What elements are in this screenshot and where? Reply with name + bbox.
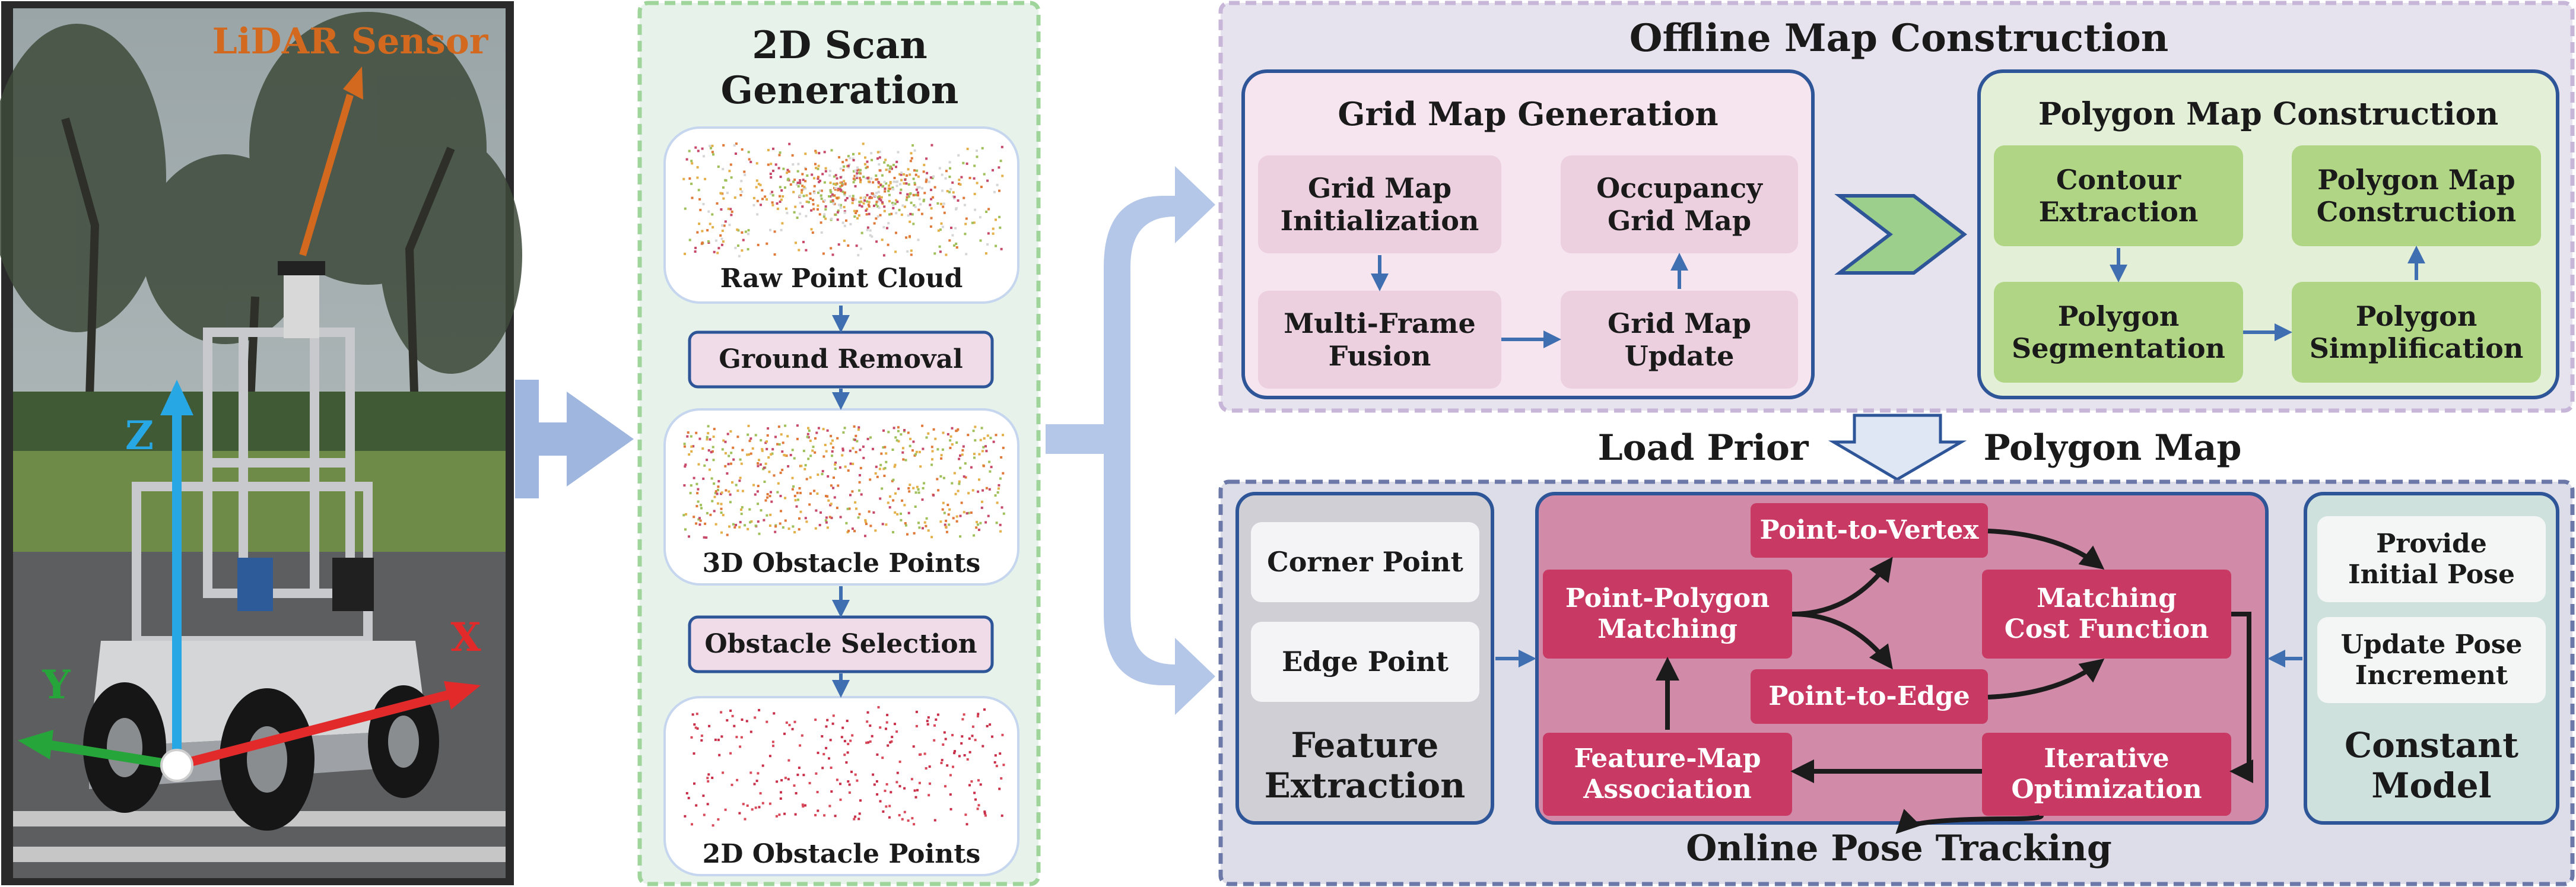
point-polygon-matching-label: Point-Polygon Matching bbox=[1565, 583, 1770, 644]
grid-init-label: Grid Map Initialization bbox=[1280, 172, 1479, 237]
load-prior-arrow bbox=[1828, 414, 1967, 481]
point-to-vertex-box bbox=[1751, 503, 1988, 558]
obstacle-points-2d-label: 2D Obstacle Points bbox=[702, 839, 981, 870]
grid-map-title: Grid Map Generation bbox=[1338, 94, 1719, 133]
branch-arrow bbox=[1046, 166, 1215, 715]
corner-point-box bbox=[1251, 522, 1479, 602]
iterative-optimization-box bbox=[1982, 733, 2231, 816]
point-to-edge-label: Point-to-Edge bbox=[1768, 681, 1970, 712]
feature-map-association-label: Feature-Map Association bbox=[1574, 743, 1761, 805]
coordinate-axes bbox=[18, 380, 481, 782]
obstacle-selection-label: Obstacle Selection bbox=[704, 629, 977, 660]
point-polygon-matching-box bbox=[1543, 570, 1792, 659]
pose-increment-label: Update Pose Increment bbox=[2340, 629, 2523, 691]
point-to-edge-box bbox=[1751, 669, 1988, 724]
scan-title: 2D Scan Generation bbox=[720, 23, 959, 113]
construction-box bbox=[2292, 145, 2541, 246]
polygon-map-title: Polygon Map Construction bbox=[2038, 96, 2499, 132]
iterative-optimization-label: Iterative Optimization bbox=[2011, 743, 2202, 805]
segmentation-box bbox=[1994, 282, 2243, 383]
axis-x-label: X bbox=[450, 614, 481, 661]
chevron-arrow-icon bbox=[1834, 194, 1967, 275]
segmentation-label: Polygon Segmentation bbox=[2012, 300, 2225, 364]
simplification-label: Polygon Simplification bbox=[2309, 300, 2524, 364]
fusion-box bbox=[1258, 291, 1501, 389]
lidar-sensor-label: LiDAR Sensor bbox=[212, 20, 488, 62]
obstacle-points-3d-label: 3D Obstacle Points bbox=[702, 548, 981, 579]
corner-point-label: Corner Point bbox=[1267, 546, 1463, 578]
contour-label: Contour Extraction bbox=[2038, 163, 2199, 228]
raw-point-cloud-label: Raw Point Cloud bbox=[720, 263, 963, 294]
grid-update-box bbox=[1561, 291, 1798, 389]
feature-map-association-box bbox=[1543, 733, 1792, 816]
axis-y-label: Y bbox=[42, 662, 71, 708]
grid-init-box bbox=[1258, 155, 1501, 253]
initial-pose-label: Provide Initial Pose bbox=[2348, 528, 2515, 590]
construction-label: Polygon Map Construction bbox=[2316, 163, 2517, 228]
edge-point-box bbox=[1251, 622, 1479, 702]
ground-removal-label: Ground Removal bbox=[719, 344, 963, 375]
core-arrows bbox=[1656, 529, 2253, 834]
load-prior-label: Load Prior bbox=[1597, 427, 1809, 469]
matching-cost-label: Matching Cost Function bbox=[2004, 583, 2209, 644]
online-title: Online Pose Tracking bbox=[1686, 827, 2112, 869]
axis-z-label: Z bbox=[125, 412, 154, 459]
feature-extraction-title: Feature Extraction bbox=[1264, 724, 1466, 806]
obstacle-points-3d-image bbox=[663, 408, 1019, 586]
fusion-label: Multi-Frame Fusion bbox=[1284, 307, 1476, 372]
pose-increment-box bbox=[2317, 617, 2546, 703]
raw-point-cloud-image bbox=[663, 126, 1019, 304]
arrow-photo-to-scan bbox=[515, 380, 634, 498]
grid-arrows bbox=[1371, 253, 1688, 348]
constant-model-title: Constant Model bbox=[2344, 724, 2518, 806]
edge-point-label: Edge Point bbox=[1282, 646, 1449, 678]
matching-cost-box bbox=[1982, 570, 2231, 659]
contour-box bbox=[1994, 145, 2243, 246]
initial-pose-box bbox=[2317, 516, 2546, 602]
grid-update-label: Grid Map Update bbox=[1607, 307, 1752, 372]
polygon-map-label: Polygon Map bbox=[1983, 427, 2242, 469]
occupancy-box bbox=[1561, 155, 1798, 253]
occupancy-label: Occupancy Grid Map bbox=[1596, 172, 1762, 237]
robot-photo bbox=[0, 1, 522, 885]
point-to-vertex-label: Point-to-Vertex bbox=[1759, 515, 1979, 546]
polygon-arrows bbox=[2110, 246, 2425, 341]
simplification-box bbox=[2292, 282, 2541, 383]
offline-title: Offline Map Construction bbox=[1629, 16, 2169, 61]
